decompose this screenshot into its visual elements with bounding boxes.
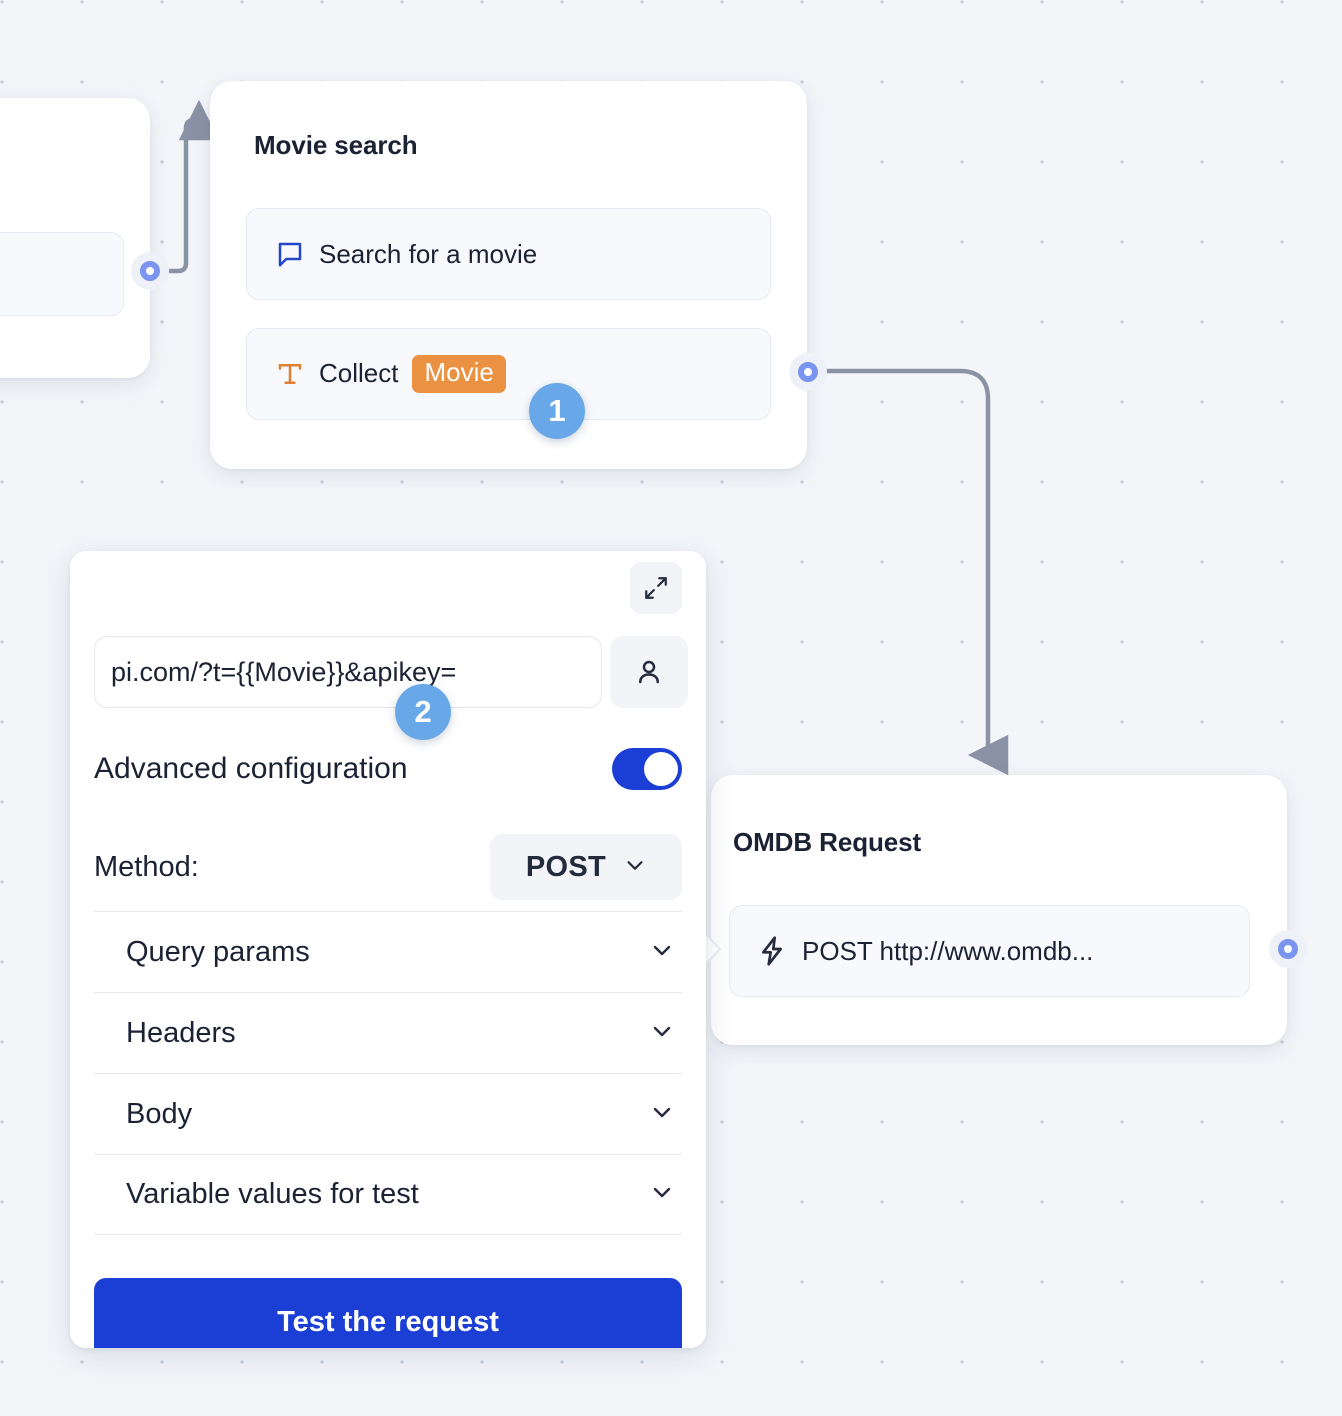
chevron-down-icon	[650, 1019, 674, 1048]
step-badge-1: 1	[529, 383, 585, 439]
advanced-configuration-toggle[interactable]	[612, 748, 682, 790]
node-row-label: Search for a movie	[319, 238, 538, 269]
accordion-item-variable-values-for-test[interactable]: Variable values for test	[94, 1154, 682, 1235]
node-movie-search[interactable]: Movie search Search for a movie	[210, 81, 807, 469]
chevron-down-icon	[650, 1180, 674, 1209]
lightning-bolt-icon	[756, 935, 788, 967]
port-output-partial-node[interactable]	[131, 252, 169, 290]
chevron-down-icon	[650, 1100, 674, 1129]
advanced-configuration-label: Advanced configuration	[94, 752, 408, 785]
accordion-item-body[interactable]: Body	[94, 1073, 682, 1154]
node-omdb-request-title: OMDB Request	[733, 827, 922, 857]
method-row: Method: POST	[94, 834, 682, 900]
node-row-collect-movie[interactable]: Collect Movie	[246, 328, 771, 420]
node-row-label: Collect Movie	[319, 355, 506, 393]
accordion-label: Headers	[126, 1016, 236, 1049]
request-sections-accordion: Query params Headers Body	[94, 911, 682, 1235]
person-icon[interactable]	[610, 636, 688, 708]
accordion-label: Query params	[126, 935, 310, 968]
node-row-post-request[interactable]: POST http://www.omdb...	[729, 905, 1250, 997]
variable-chip-movie[interactable]: Movie	[412, 355, 506, 393]
expand-diagonal-icon[interactable]	[630, 562, 682, 614]
node-row-search-for-a-movie[interactable]: Search for a movie	[246, 208, 771, 300]
chat-bubble-icon	[275, 239, 305, 269]
method-value: POST	[525, 850, 607, 883]
text-t-icon	[275, 359, 305, 389]
url-bar	[94, 636, 688, 708]
method-select[interactable]: POST	[490, 834, 682, 900]
accordion-item-headers[interactable]: Headers	[94, 992, 682, 1073]
node-partial-left[interactable]	[0, 98, 150, 378]
request-config-panel[interactable]: Advanced configuration Method: POST Quer…	[70, 551, 706, 1348]
accordion-label: Body	[126, 1097, 193, 1130]
collect-label: Collect	[319, 358, 399, 389]
method-label: Method:	[94, 850, 199, 883]
request-url-input[interactable]	[94, 636, 602, 708]
port-output-movie-search[interactable]	[789, 353, 827, 391]
step-badge-2: 2	[395, 684, 451, 740]
toggle-knob	[644, 752, 678, 786]
edge-partial-to-movie-search	[167, 99, 220, 274]
edge-movie-search-to-omdb	[824, 368, 1009, 776]
accordion-label: Variable values for test	[126, 1178, 419, 1210]
node-row-label: POST http://www.omdb...	[802, 935, 1094, 966]
node-movie-search-title: Movie search	[254, 130, 418, 160]
node-partial-row[interactable]	[0, 232, 124, 316]
test-the-request-button[interactable]: Test the request	[94, 1278, 682, 1348]
chevron-down-icon	[650, 938, 674, 967]
node-omdb-request[interactable]: OMDB Request POST http://www.omdb...	[711, 775, 1287, 1045]
advanced-configuration-row: Advanced configuration	[94, 741, 682, 797]
accordion-item-query-params[interactable]: Query params	[94, 911, 682, 992]
port-output-omdb-request[interactable]	[1269, 930, 1307, 968]
chevron-down-icon	[624, 854, 646, 881]
